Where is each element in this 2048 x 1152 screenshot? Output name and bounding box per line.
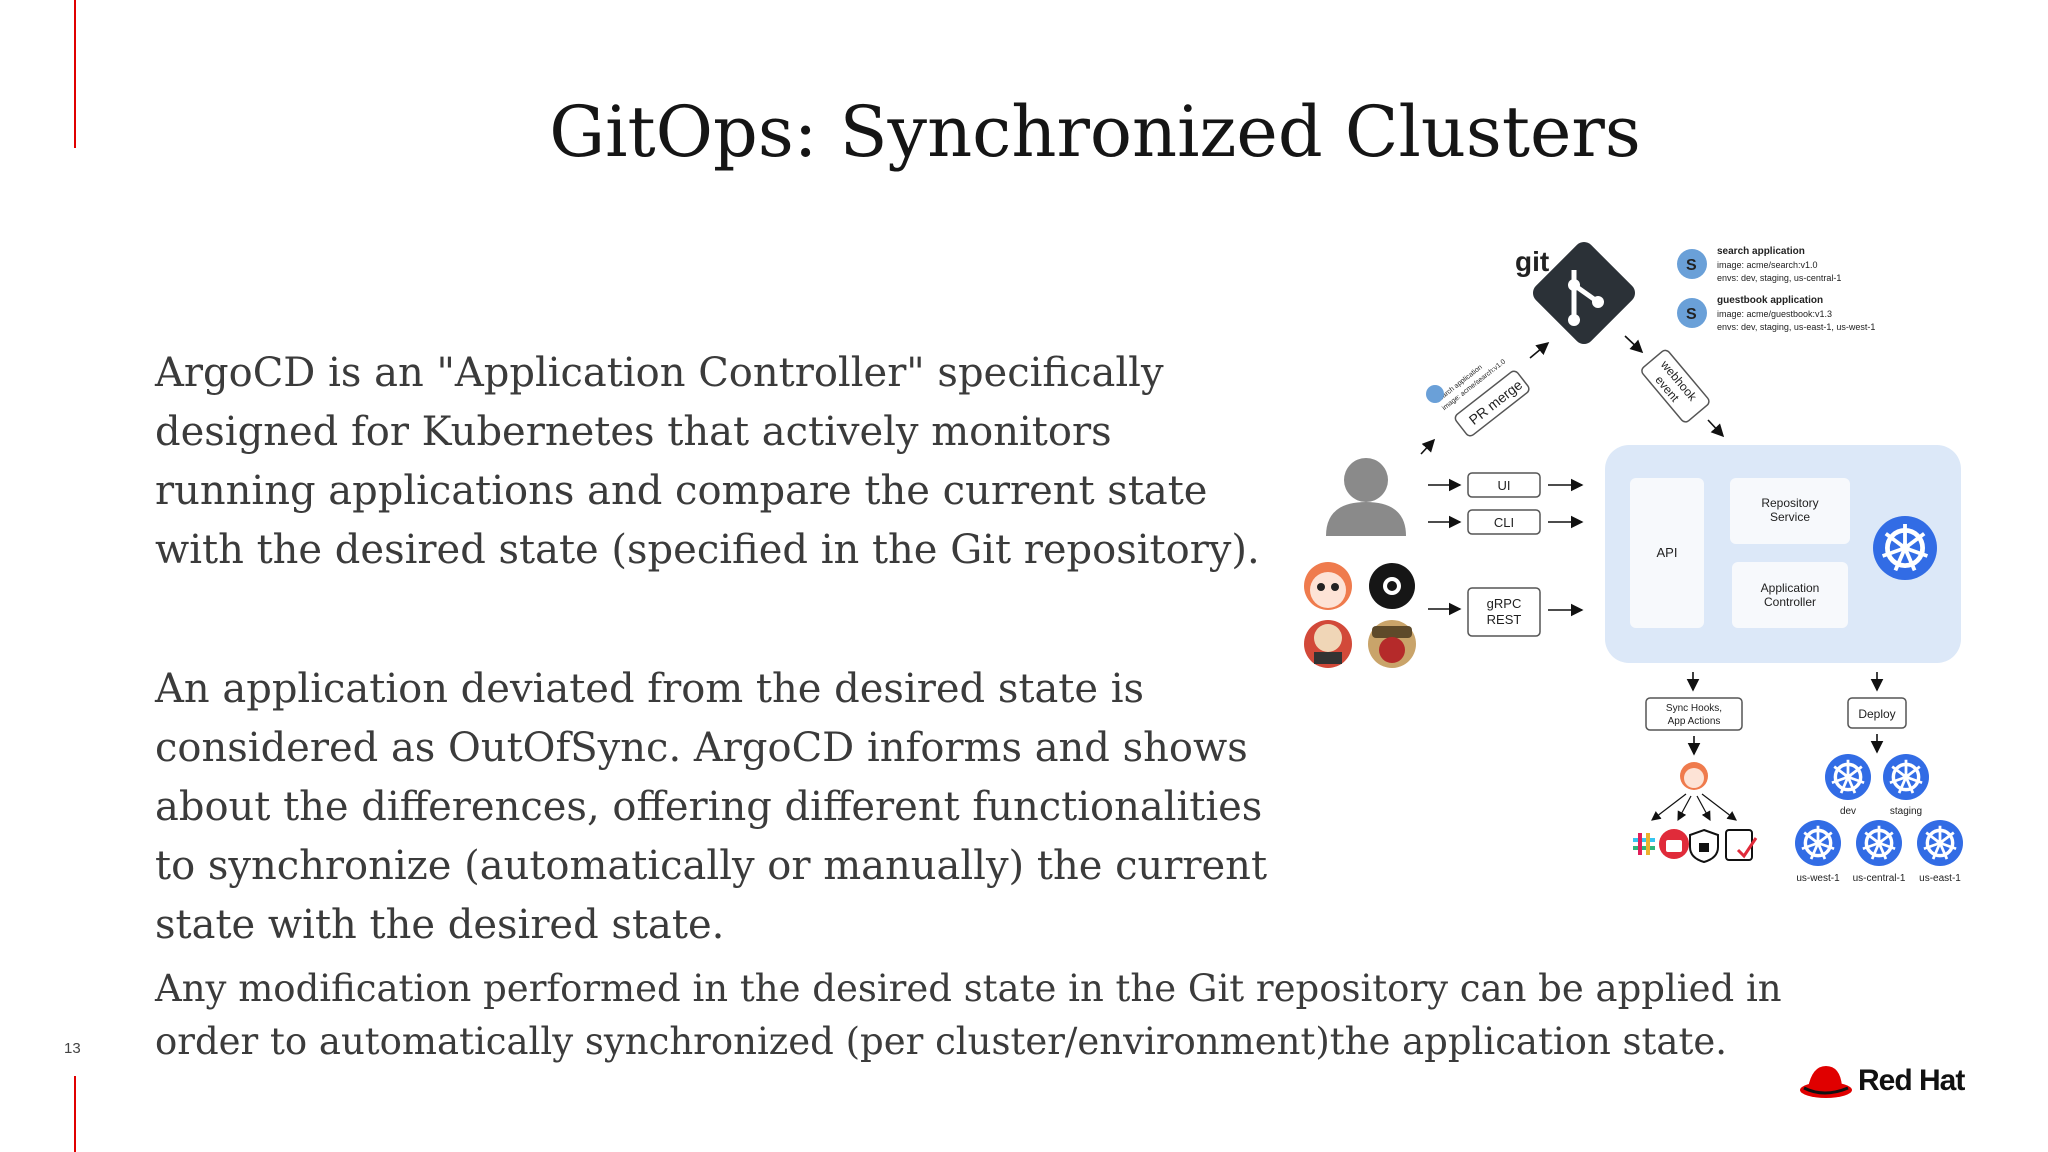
cluster-staging-label: staging	[1890, 806, 1922, 817]
slack-icon	[1633, 833, 1655, 855]
k8s-app-icon-2: S	[1677, 298, 1707, 328]
deploy-box	[1847, 697, 1907, 729]
cluster-us-west-1-icon	[1793, 818, 1843, 868]
body-paragraph-3: Any modification performed in the desire…	[155, 967, 1782, 1063]
grpc-rest-box	[1467, 587, 1541, 637]
svg-text:S: S	[1686, 306, 1697, 323]
cluster-staging-icon	[1881, 752, 1931, 802]
accent-rail-top	[74, 0, 76, 148]
api-box	[1630, 478, 1704, 628]
sync-hooks-box	[1645, 697, 1743, 731]
app-actions-label: App Actions	[1668, 716, 1721, 727]
webhook-box	[1641, 349, 1710, 423]
svg-text:S: S	[1686, 257, 1697, 274]
service-label: Service	[1770, 510, 1810, 524]
app-1-image: image: acme/search:v1.0	[1717, 260, 1818, 270]
git-label: git	[1515, 246, 1549, 277]
deploy-label: Deploy	[1858, 707, 1895, 721]
lock-shield-icon	[1689, 828, 1719, 864]
app-2-image: image: acme/guestbook:v1.3	[1717, 309, 1832, 319]
redhat-logo-text: Red Hat	[1858, 1064, 1965, 1097]
cluster-us-east-1-label: us-east-1	[1919, 873, 1961, 884]
ui-label: UI	[1498, 478, 1511, 493]
cli-box	[1467, 509, 1541, 535]
cluster-us-central-1-label: us-central-1	[1853, 873, 1906, 884]
pr-k8s-icon	[1426, 385, 1444, 403]
redhat-logo-icon	[1800, 1066, 1852, 1098]
application-controller-box	[1732, 562, 1848, 628]
cluster-us-west-1-label: us-west-1	[1796, 873, 1840, 884]
body-paragraph-2: An application deviated from the desired…	[155, 666, 1268, 948]
git-icon	[1532, 241, 1636, 345]
argo-icon	[1304, 562, 1352, 610]
app-2-name: guestbook application	[1717, 295, 1823, 306]
controller-label: Controller	[1764, 595, 1816, 609]
argocd-diagram: git S search application image: acme/sea…	[1290, 240, 1970, 900]
app-1-name: search application	[1717, 246, 1805, 257]
user-icon	[1326, 458, 1406, 536]
pr-merge-box	[1454, 370, 1530, 437]
slide-title: GitOps: Synchronized Clusters	[549, 90, 1641, 173]
rest-label: REST	[1487, 612, 1522, 627]
circleci-icon	[1369, 563, 1415, 609]
cluster-us-east-1-icon	[1915, 818, 1965, 868]
kubernetes-icon	[1873, 516, 1937, 580]
cli-label: CLI	[1494, 515, 1514, 530]
body-paragraph-1: ArgoCD is an "Application Controller" sp…	[155, 350, 1260, 573]
cluster-dev-icon	[1823, 752, 1873, 802]
jenkins-icon	[1304, 620, 1352, 668]
application-label: Application	[1761, 581, 1820, 595]
app-2-envs: envs: dev, staging, us-east-1, us-west-1	[1717, 322, 1875, 332]
app-1-envs: envs: dev, staging, us-central-1	[1717, 273, 1841, 283]
api-label: API	[1657, 545, 1678, 560]
gitlab-fireman-icon	[1368, 620, 1416, 668]
accent-rail-bottom	[74, 1076, 76, 1152]
repository-service-box	[1730, 478, 1850, 544]
repository-label: Repository	[1761, 496, 1818, 510]
k8s-app-icon-1: S	[1677, 249, 1707, 279]
argo-mascot-icon	[1680, 762, 1708, 790]
checklist-icon	[1725, 829, 1758, 861]
page-number: 13	[64, 1040, 81, 1057]
alert-icon	[1659, 829, 1689, 859]
sync-hooks-label: Sync Hooks,	[1666, 703, 1722, 714]
grpc-label: gRPC	[1487, 596, 1522, 611]
cluster-dev-label: dev	[1840, 806, 1856, 817]
ui-box	[1467, 472, 1541, 498]
cluster-us-central-1-icon	[1854, 818, 1904, 868]
